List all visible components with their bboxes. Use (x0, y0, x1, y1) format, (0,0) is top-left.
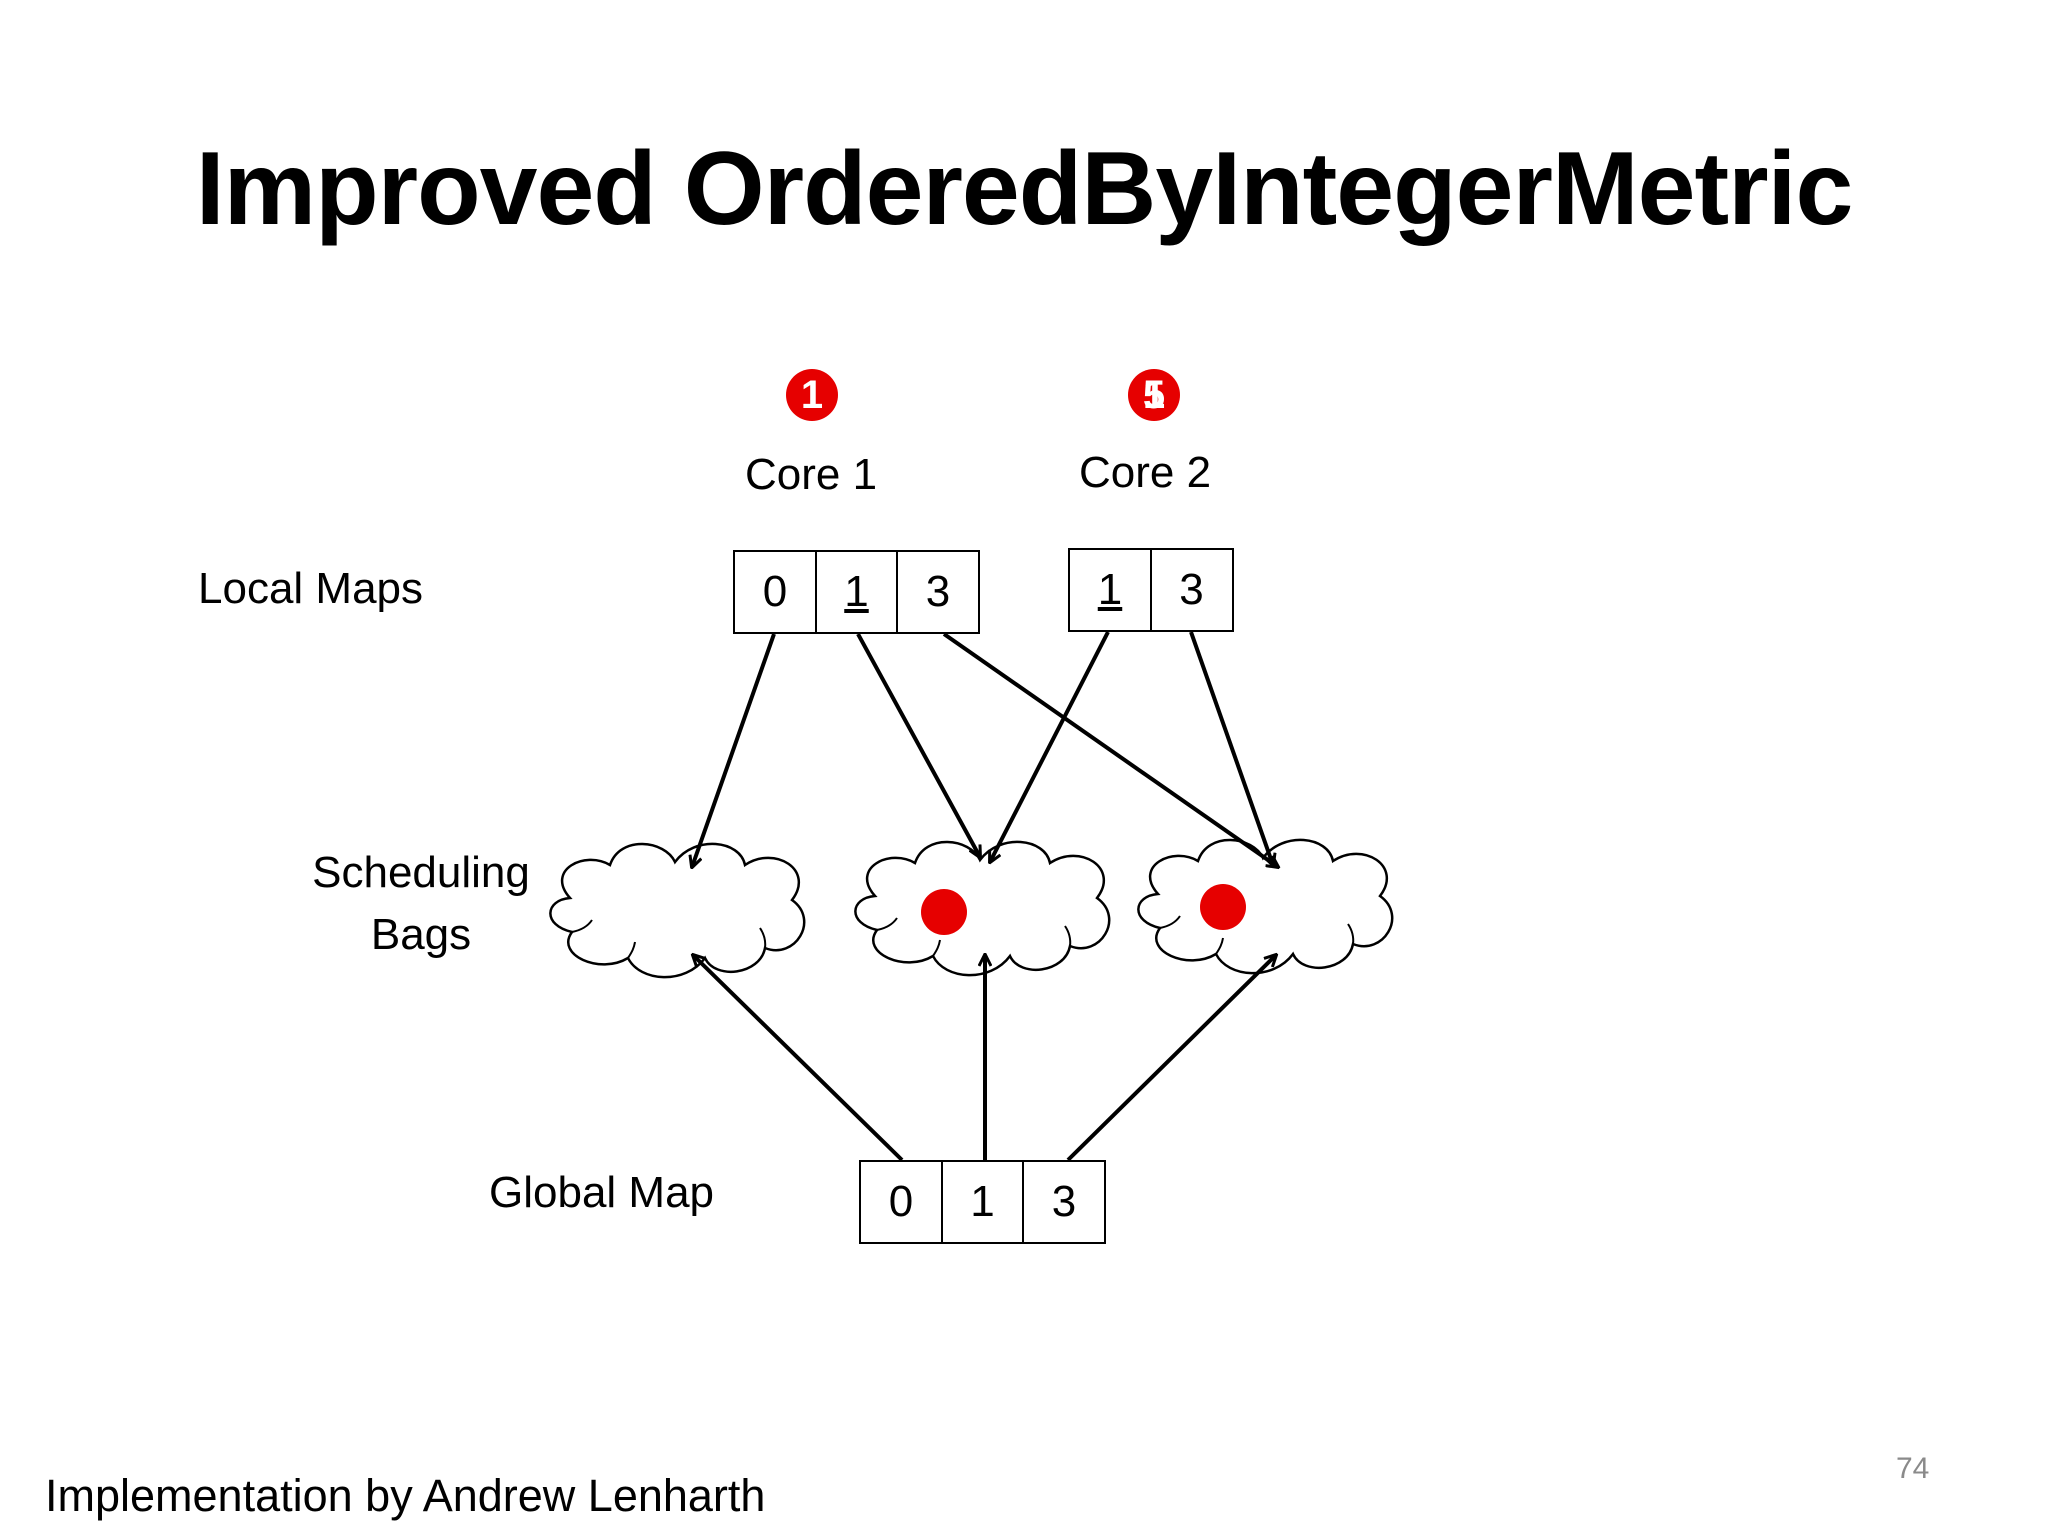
core1-badge-number: 1 (800, 373, 824, 417)
local-maps-label: Local Maps (198, 564, 424, 613)
global-map: 0 1 3 (859, 1160, 1106, 1244)
core2-label: Core 2 (1079, 448, 1212, 497)
core1-map-cell: 0 (733, 550, 817, 634)
core1-label: Core 1 (745, 450, 878, 499)
scheduling-bags-label-line2: Bags (370, 910, 472, 959)
global-map-cell: 0 (859, 1160, 943, 1244)
slide-title: Improved OrderedByIntegerMetric (195, 131, 1854, 247)
scheduling-bags-label-line1: Scheduling (312, 848, 530, 897)
task-dot-bag-2 (1200, 884, 1246, 930)
arrow-core1-1-to-bag1 (856, 633, 980, 857)
arrow-core1-0-to-bag0 (692, 633, 776, 867)
core2-local-map: 1 3 (1068, 548, 1234, 632)
arrow-global-3-to-bag2 (1066, 955, 1276, 1162)
scheduling-bag-1 (854, 840, 1111, 977)
core1-local-map: 0 1 3 (733, 550, 980, 634)
scheduling-bag-0 (549, 842, 806, 979)
core1-badge: 1 (786, 369, 838, 421)
arrow-core2-3-to-bag2 (1189, 631, 1273, 865)
core1-map-cell: 3 (896, 550, 980, 634)
core2-badge-number-b: 1 (1142, 373, 1166, 417)
footer-credit: Implementation by Andrew Lenharth (45, 1470, 766, 1521)
core2-map-cell: 3 (1149, 548, 1234, 632)
core2-badge: 5 1 (1128, 369, 1180, 421)
global-map-label: Global Map (489, 1168, 715, 1217)
core2-map-cell: 1 (1068, 548, 1152, 632)
arrow-core1-3-to-bag2 (942, 632, 1278, 867)
global-map-cell: 1 (940, 1160, 1025, 1244)
core2-badge-number-a: 5 (1142, 373, 1166, 417)
task-dot-bag-1 (921, 889, 967, 935)
page-number: 74 (1896, 1452, 1930, 1485)
arrow-global-0-to-bag0 (693, 955, 904, 1162)
core1-map-cell: 1 (814, 550, 899, 634)
arrow-core2-1-to-bag1 (990, 631, 1110, 862)
global-map-cell: 3 (1022, 1160, 1106, 1244)
